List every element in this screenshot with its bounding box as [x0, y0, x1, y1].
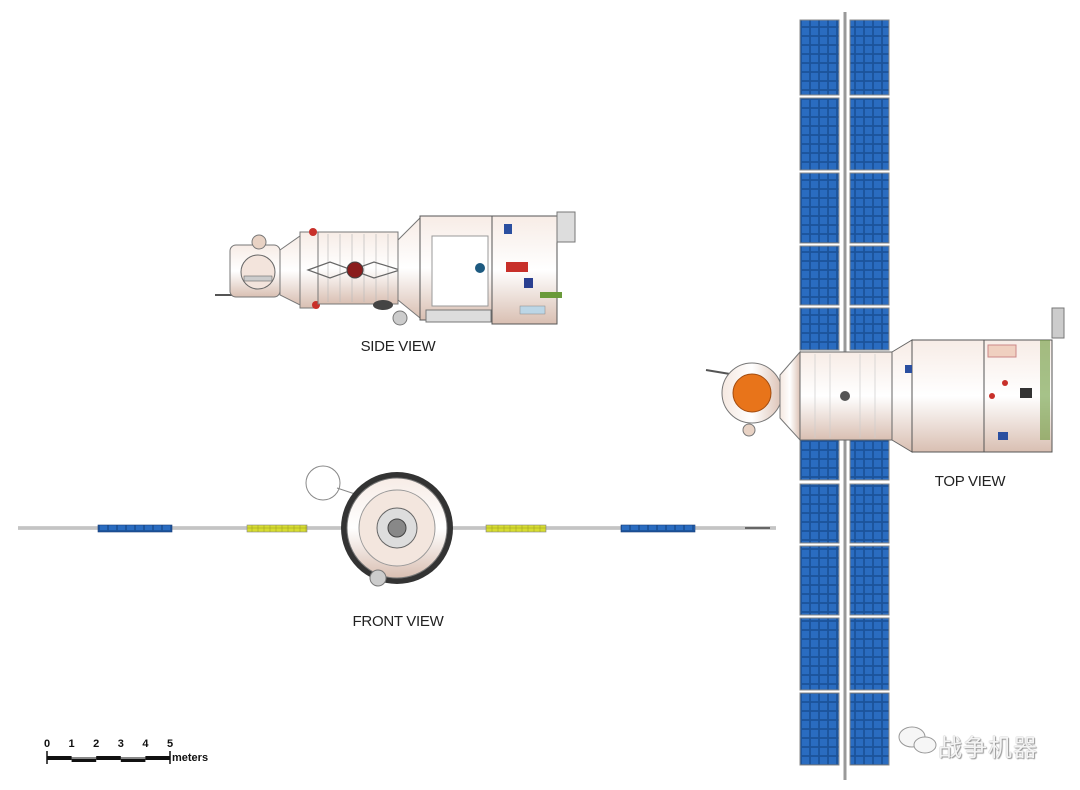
solar-panel-segment [799, 483, 840, 544]
front-solar-panel-left [97, 524, 173, 533]
top-view-module [705, 12, 1065, 780]
front-solar-panel-right [620, 524, 696, 533]
scale-tick: 4 [142, 738, 149, 750]
solar-panel-segment [849, 439, 890, 481]
solar-panel-segment [799, 439, 840, 481]
front-radiator-left [246, 524, 308, 533]
side-view-module [215, 211, 576, 326]
front-radiator-right [485, 524, 547, 533]
solar-panel-segment [849, 19, 890, 96]
front-view-module [18, 465, 776, 587]
side-view-label: SIDE VIEW [360, 338, 436, 355]
scale-tick: 3 [117, 738, 124, 750]
scale-bar [46, 751, 171, 764]
solar-panel-segment [849, 692, 890, 766]
solar-panel-segment [849, 545, 890, 616]
solar-panel-segment [849, 307, 890, 351]
top-view-label: TOP VIEW [934, 473, 1006, 490]
scale-unit: meters [172, 752, 209, 764]
scale-tick: 1 [68, 738, 75, 750]
solar-panel-segment [799, 617, 840, 691]
solar-panel-segment [849, 483, 890, 544]
solar-panel-segment [799, 545, 840, 616]
scale-tick: 2 [93, 738, 100, 750]
solar-panel-segment [799, 307, 840, 351]
solar-panel-segment [849, 97, 890, 171]
solar-arrays [799, 19, 890, 766]
scale-tick: 5 [166, 738, 174, 750]
solar-panel-segment [799, 245, 840, 306]
scale-tick: 0 [43, 738, 51, 750]
solar-panel-segment [799, 97, 840, 171]
solar-panel-segment [799, 19, 840, 96]
watermark-text: 战争机器 [938, 735, 1038, 762]
solar-panel-segment [849, 172, 890, 244]
wechat-icon [898, 726, 937, 754]
solar-panel-segment [799, 172, 840, 244]
front-view-label: FRONT VIEW [352, 613, 444, 630]
solar-panel-segment [849, 245, 890, 306]
solar-panel-segment [849, 617, 890, 691]
solar-panel-segment [799, 692, 840, 766]
